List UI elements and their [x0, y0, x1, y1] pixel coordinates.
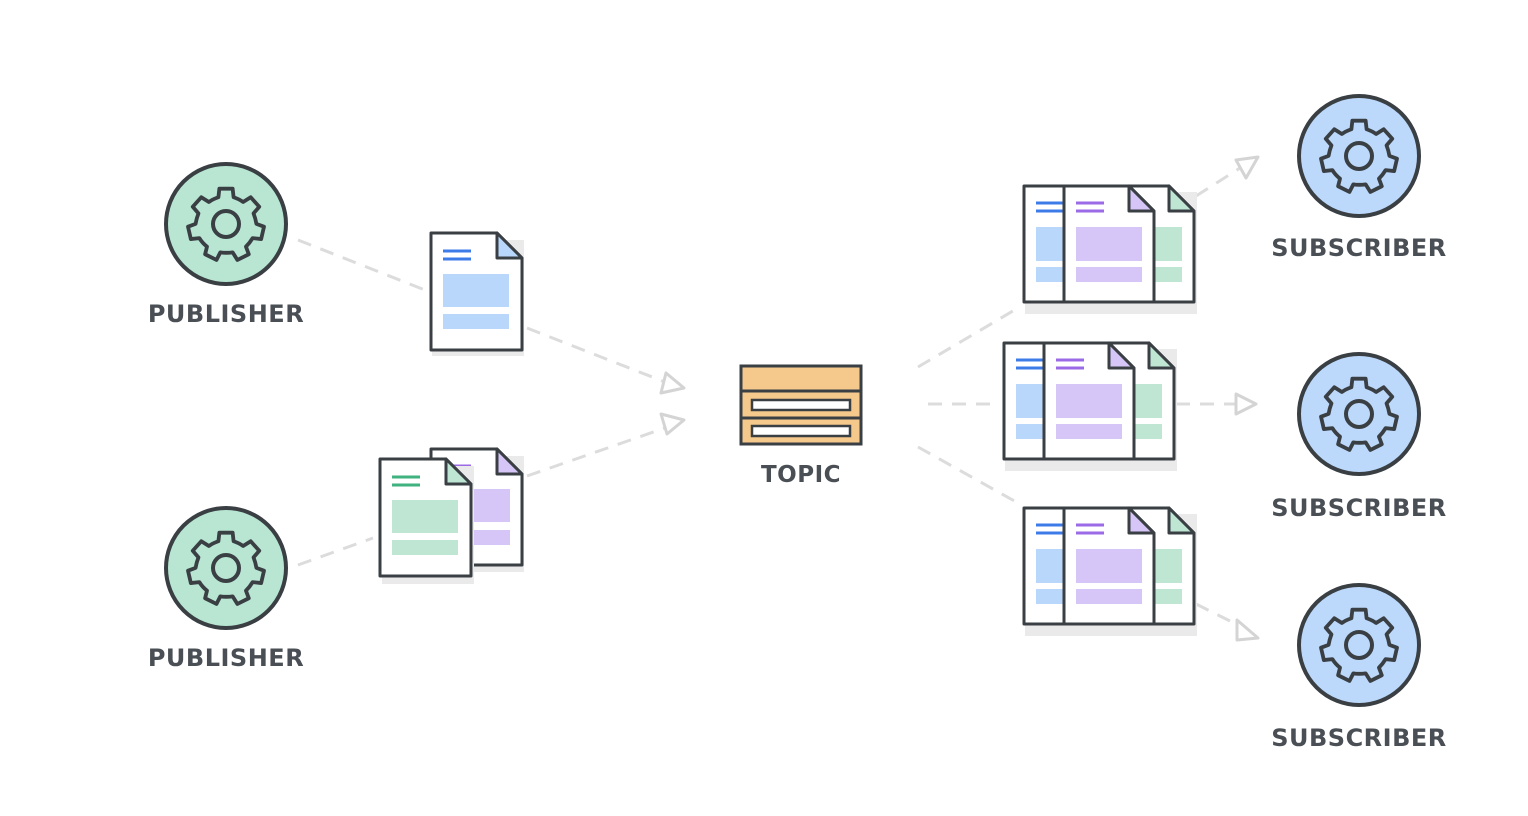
subscriber-node-circle: [1297, 583, 1421, 707]
connector-group1-sub1: [1195, 166, 1241, 198]
connector-group3-sub3: [1195, 602, 1241, 628]
arrowhead-sub3: [1235, 618, 1260, 642]
subscriber-node-circle: [1297, 352, 1421, 476]
subscriber-3: SUBSCRIBER: [1271, 583, 1447, 752]
connector-pub2-docs: [297, 536, 374, 567]
arrowheads: [659, 155, 1260, 642]
arrowhead-sub2: [1234, 392, 1258, 416]
connectors: [297, 166, 1241, 628]
topic-queue-icon: [739, 364, 863, 446]
delivered-messages-group-3: [1022, 506, 1197, 636]
arrowhead-sub1: [1234, 155, 1260, 180]
subscriber-2: SUBSCRIBER: [1271, 352, 1447, 522]
delivered-messages-group-1: [1022, 184, 1197, 314]
arrowhead-topic-upper: [659, 371, 686, 395]
publisher-label: PUBLISHER: [148, 300, 304, 328]
publisher-2: PUBLISHER: [148, 506, 304, 672]
subscriber-label: SUBSCRIBER: [1271, 724, 1447, 752]
connector-docs-topic-lower: [526, 426, 666, 478]
subscriber-1: SUBSCRIBER: [1271, 94, 1447, 262]
topic-label: TOPIC: [761, 462, 841, 488]
connector-doc-topic-upper: [526, 326, 666, 384]
publisher-label: PUBLISHER: [148, 644, 304, 672]
message-documents-stack: [378, 447, 524, 584]
arrowhead-topic-lower: [659, 412, 686, 436]
connector-topic-group3: [917, 445, 1019, 505]
subscriber-label: SUBSCRIBER: [1271, 234, 1447, 262]
topic-node: TOPIC: [739, 364, 863, 488]
publisher-1: PUBLISHER: [148, 162, 304, 328]
delivered-messages-group-2: [1002, 341, 1177, 471]
subscriber-node-circle: [1297, 94, 1421, 218]
connector-pub1-doc: [297, 238, 426, 292]
subscriber-label: SUBSCRIBER: [1271, 494, 1447, 522]
message-document-blue: [429, 231, 524, 356]
publisher-node-circle: [164, 162, 288, 286]
publisher-node-circle: [164, 506, 288, 630]
connector-topic-group1: [917, 306, 1019, 369]
